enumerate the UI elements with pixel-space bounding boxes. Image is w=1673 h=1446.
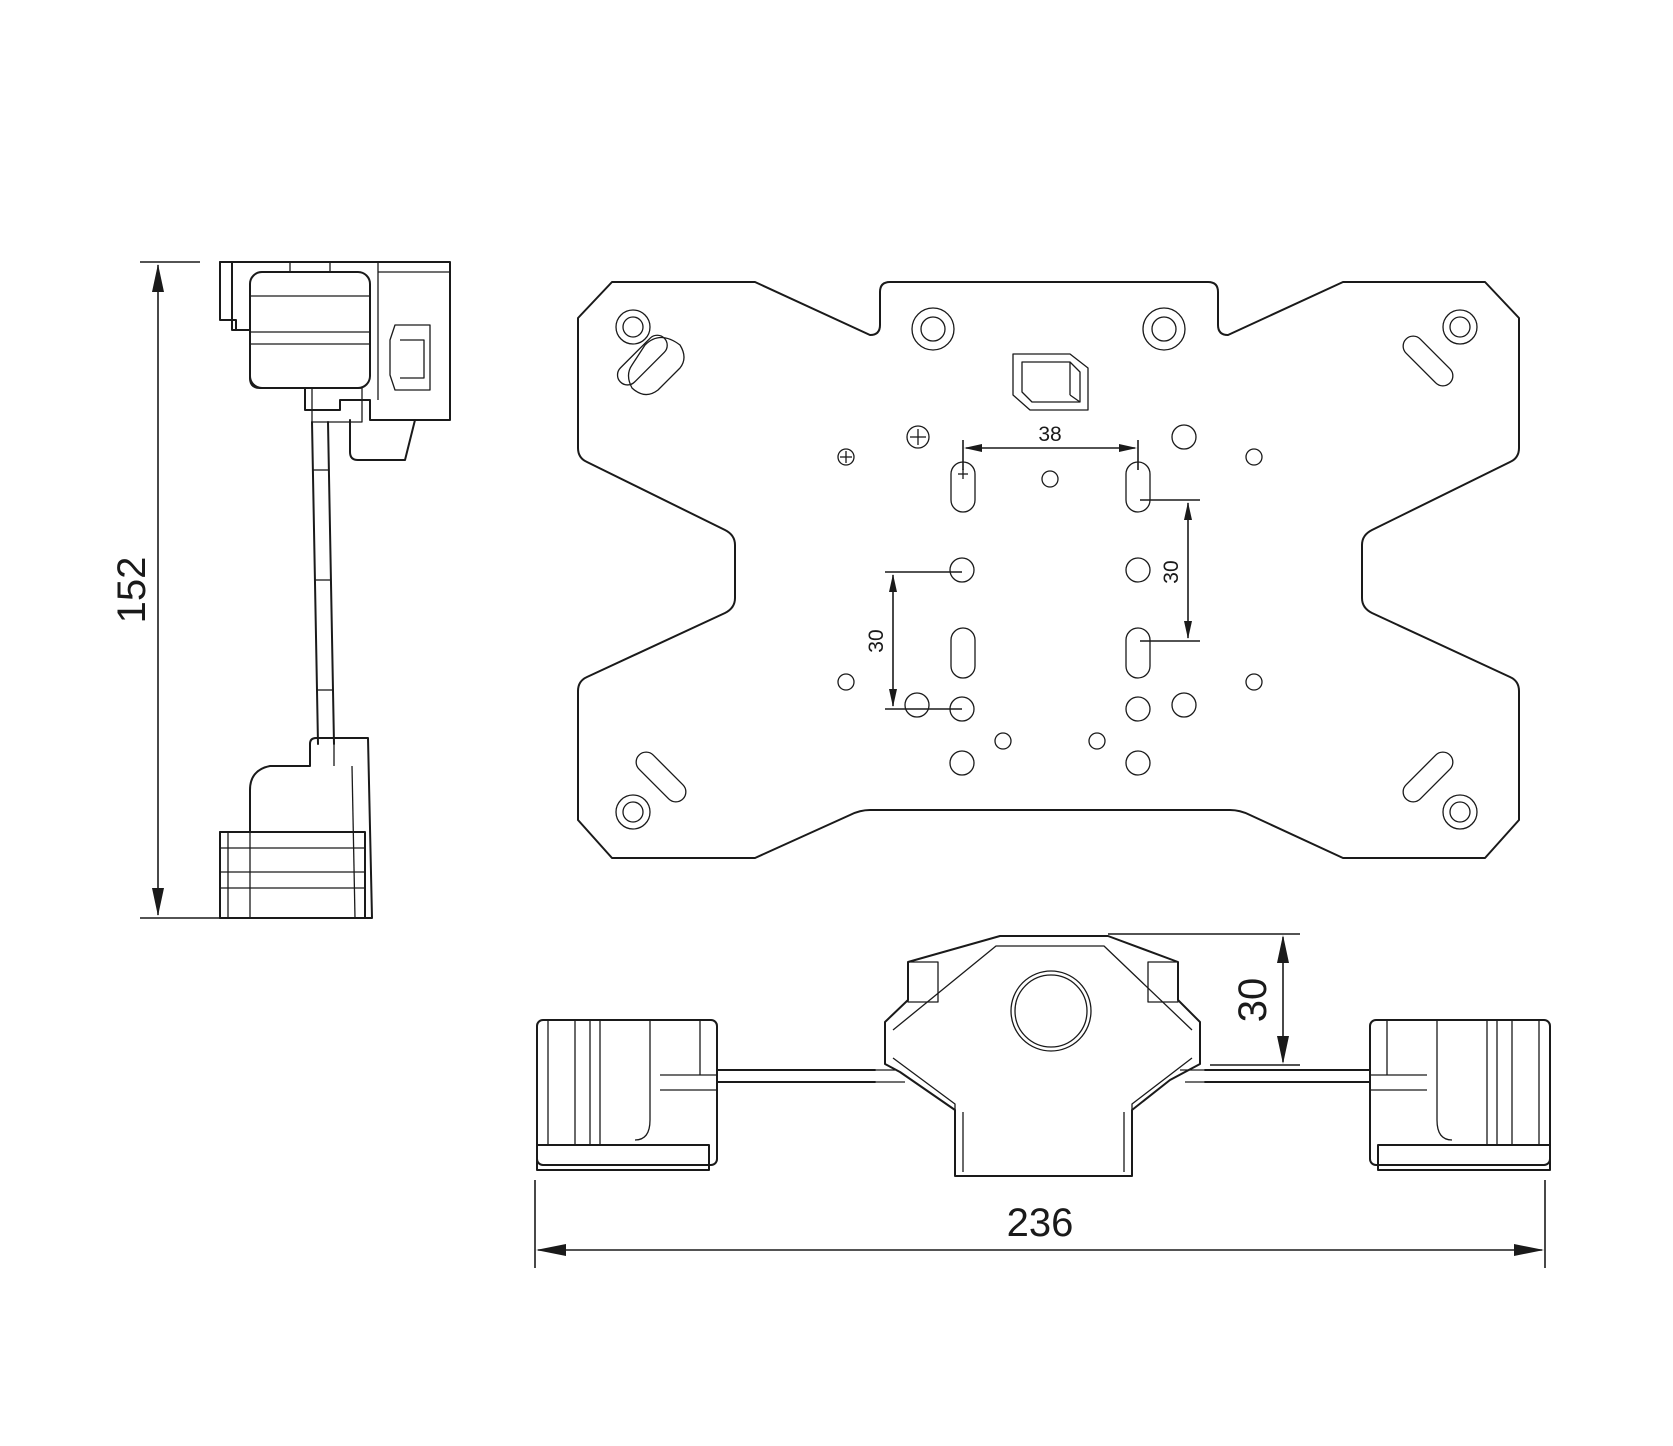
brand-logo-icon <box>1012 353 1089 411</box>
plate-outline <box>577 281 1520 859</box>
side-top-clamp <box>219 261 451 461</box>
dim-label-152: 152 <box>110 557 154 624</box>
dimension-overall-width: 236 <box>534 1180 1546 1268</box>
front-left-clamp <box>536 1019 718 1171</box>
corner-slots <box>616 334 1454 803</box>
dim-label-30-front: 30 <box>1231 978 1275 1023</box>
side-view: 152 <box>110 261 451 919</box>
dimension-hole-spacing-h: 38 <box>962 423 1139 470</box>
front-plate-edge <box>717 1069 1371 1083</box>
dim-label-30-left: 30 <box>865 629 888 652</box>
dim-label-30-right: 30 <box>1160 560 1183 583</box>
front-view: 30 236 <box>534 933 1551 1268</box>
side-bottom-clamp <box>219 737 373 919</box>
dim-label-38: 38 <box>1038 423 1061 446</box>
dimension-side-height: 152 <box>110 261 368 919</box>
front-center-hub <box>870 935 1210 1177</box>
dimension-front-height: 30 <box>1108 933 1300 1066</box>
plate-holes <box>837 424 1263 776</box>
dimension-hole-spacing-v-left: 30 <box>865 571 962 710</box>
dim-label-236: 236 <box>1007 1201 1074 1245</box>
plate-slots <box>950 461 1151 679</box>
side-plate-edge <box>311 421 335 745</box>
top-view-plate: 38 30 30 <box>577 281 1520 859</box>
dimension-hole-spacing-v-right: 30 <box>1140 499 1200 642</box>
front-right-clamp <box>1369 1019 1551 1171</box>
corner-holes <box>615 307 1478 830</box>
